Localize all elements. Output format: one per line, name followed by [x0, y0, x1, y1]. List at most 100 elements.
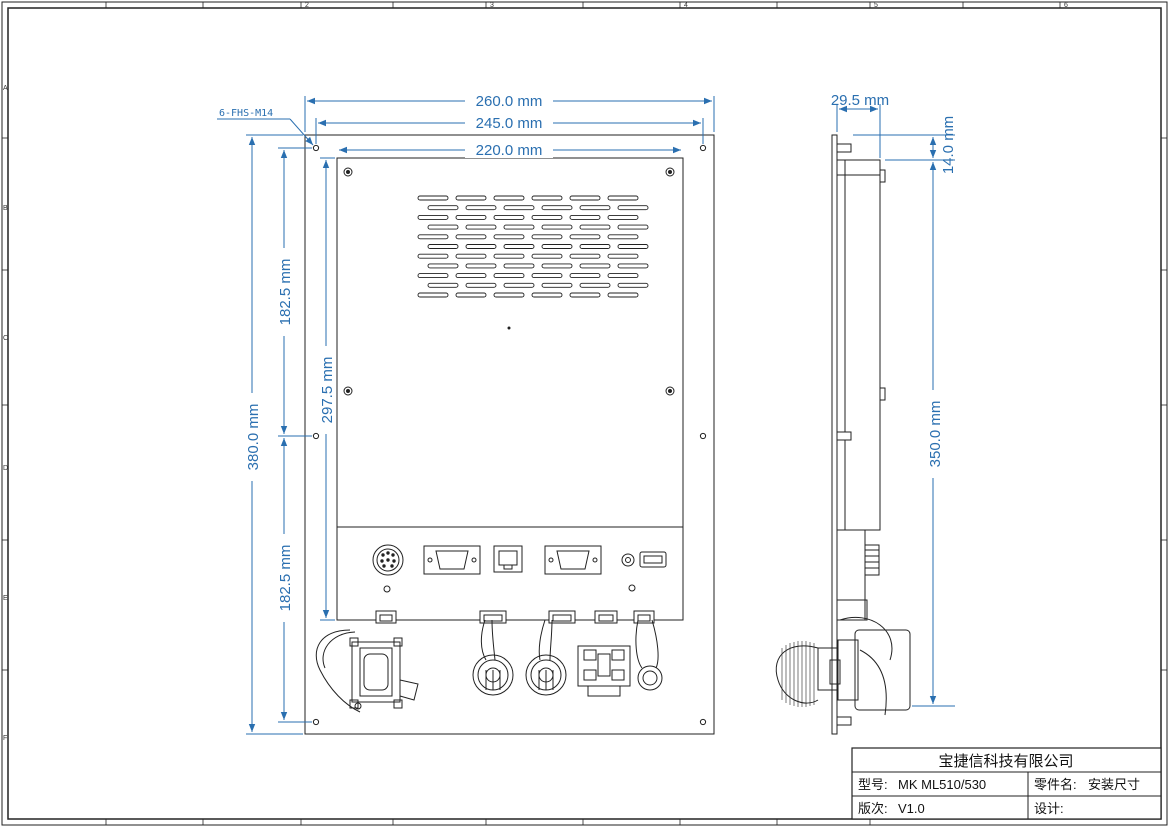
- grille-slot: [427, 224, 459, 230]
- grille-slot: [607, 195, 639, 201]
- grille-slot: [607, 292, 639, 298]
- grille-slot: [607, 234, 639, 240]
- side-dimensions: 29.5 mm 14.0 mm 350.0 mm: [831, 92, 957, 707]
- hole-callout: 6-FHS-M14: [219, 108, 273, 119]
- model-value: MK ML510/530: [898, 777, 986, 792]
- dim-offset: 14.0 mm: [940, 116, 957, 174]
- dim-lower-half: 182.5 mm: [277, 545, 294, 612]
- border-row-label: F: [3, 735, 7, 742]
- terminal-block-icon: [577, 645, 631, 697]
- dim-upper-half: 182.5 mm: [277, 259, 294, 326]
- grille-slot: [427, 244, 459, 249]
- db-connector-icon: [544, 545, 602, 575]
- grille-slot: [493, 292, 525, 298]
- grille-slot: [541, 263, 573, 269]
- grille-slot: [493, 195, 525, 201]
- mounting-hole: [312, 718, 320, 726]
- grille-slot: [503, 224, 535, 230]
- grille-slot: [493, 273, 525, 279]
- grille-slot: [579, 224, 611, 230]
- db-connector-icon: [423, 545, 481, 575]
- grille-slot: [531, 234, 563, 240]
- border-row-label: E: [3, 595, 8, 602]
- grille-slot: [541, 224, 573, 230]
- round-connector-icon: [372, 544, 404, 576]
- grille-slot: [531, 273, 563, 279]
- dim-overall-width: 260.0 mm: [476, 93, 543, 110]
- grille-slot: [579, 205, 611, 211]
- grille-slot: [617, 282, 649, 288]
- grille-slot: [465, 205, 497, 211]
- grille-slot: [503, 263, 535, 269]
- grille-slot: [455, 214, 487, 220]
- grille-slot: [579, 282, 611, 288]
- grille-slot: [569, 234, 601, 240]
- grille-slot: [417, 195, 449, 201]
- grille-slot: [465, 263, 497, 269]
- mounting-hole: [699, 144, 707, 152]
- push-button-icon: [525, 619, 567, 696]
- grille-slot: [427, 282, 459, 288]
- side-view: 29.5 mm 14.0 mm 350.0 mm: [775, 92, 957, 735]
- grille-slot: [531, 292, 563, 298]
- grille-slot: [617, 263, 649, 269]
- led-indicator: [628, 584, 636, 592]
- grille-slot: [503, 205, 535, 211]
- front-view: 260.0 mm 245.0 mm 220.0 mm 380.0 mm 182.…: [217, 91, 715, 735]
- grille-slot: [617, 244, 649, 249]
- grille-slot: [531, 214, 563, 220]
- mounting-hole: [699, 718, 707, 726]
- grille-slot: [427, 263, 459, 269]
- dim-panel-width: 220.0 mm: [476, 142, 543, 159]
- grille-slot: [493, 214, 525, 220]
- side-plate: [831, 134, 838, 735]
- grille-slot: [417, 292, 449, 298]
- connector-row: [372, 544, 667, 593]
- grille-slot: [569, 214, 601, 220]
- led-indicator: [383, 585, 391, 593]
- grille-slot: [607, 253, 639, 259]
- title-block: 宝捷信科技有限公司 型号: MK ML510/530 零件名: 安装尺寸 版次:…: [851, 747, 1162, 820]
- border-column-label: 5: [874, 2, 878, 9]
- grille-slot: [541, 244, 573, 249]
- grille-slot: [531, 195, 563, 201]
- mounting-holes: [312, 144, 707, 726]
- grille-slot: [455, 273, 487, 279]
- border-column-label: 4: [684, 2, 688, 9]
- border-column-label: 3: [490, 2, 494, 9]
- grille-slot: [493, 253, 525, 259]
- grille-slot: [455, 234, 487, 240]
- mic-hole: [507, 326, 511, 330]
- grille-slot: [465, 244, 497, 249]
- model-label: 型号:: [858, 777, 888, 792]
- grille-slot: [455, 292, 487, 298]
- dim-overall-height: 380.0 mm: [245, 404, 262, 471]
- grille-slot: [493, 234, 525, 240]
- grille-slot: [607, 273, 639, 279]
- grille-slot: [503, 244, 535, 249]
- grille-slot: [417, 273, 449, 279]
- side-connectors: [836, 529, 880, 621]
- cable-glands: [375, 610, 655, 624]
- grille-slot: [417, 214, 449, 220]
- grille-slot: [503, 282, 535, 288]
- grille-slot: [617, 205, 649, 211]
- ethernet-port-icon: [493, 545, 523, 573]
- border-row-label: B: [3, 205, 8, 212]
- grille-slot: [531, 253, 563, 259]
- panel-screws: [343, 167, 675, 396]
- grille-slot: [465, 282, 497, 288]
- audio-jack-icon: [621, 553, 635, 567]
- usb-port-icon: [639, 551, 667, 568]
- border-column-label: 6: [1064, 2, 1068, 9]
- company-name: 宝捷信科技有限公司: [938, 753, 1073, 770]
- grille-slot: [541, 205, 573, 211]
- grille-slot: [427, 205, 459, 211]
- emergency-stop-side-icon: [775, 616, 911, 716]
- grille-slot: [417, 253, 449, 259]
- grille-slot: [569, 195, 601, 201]
